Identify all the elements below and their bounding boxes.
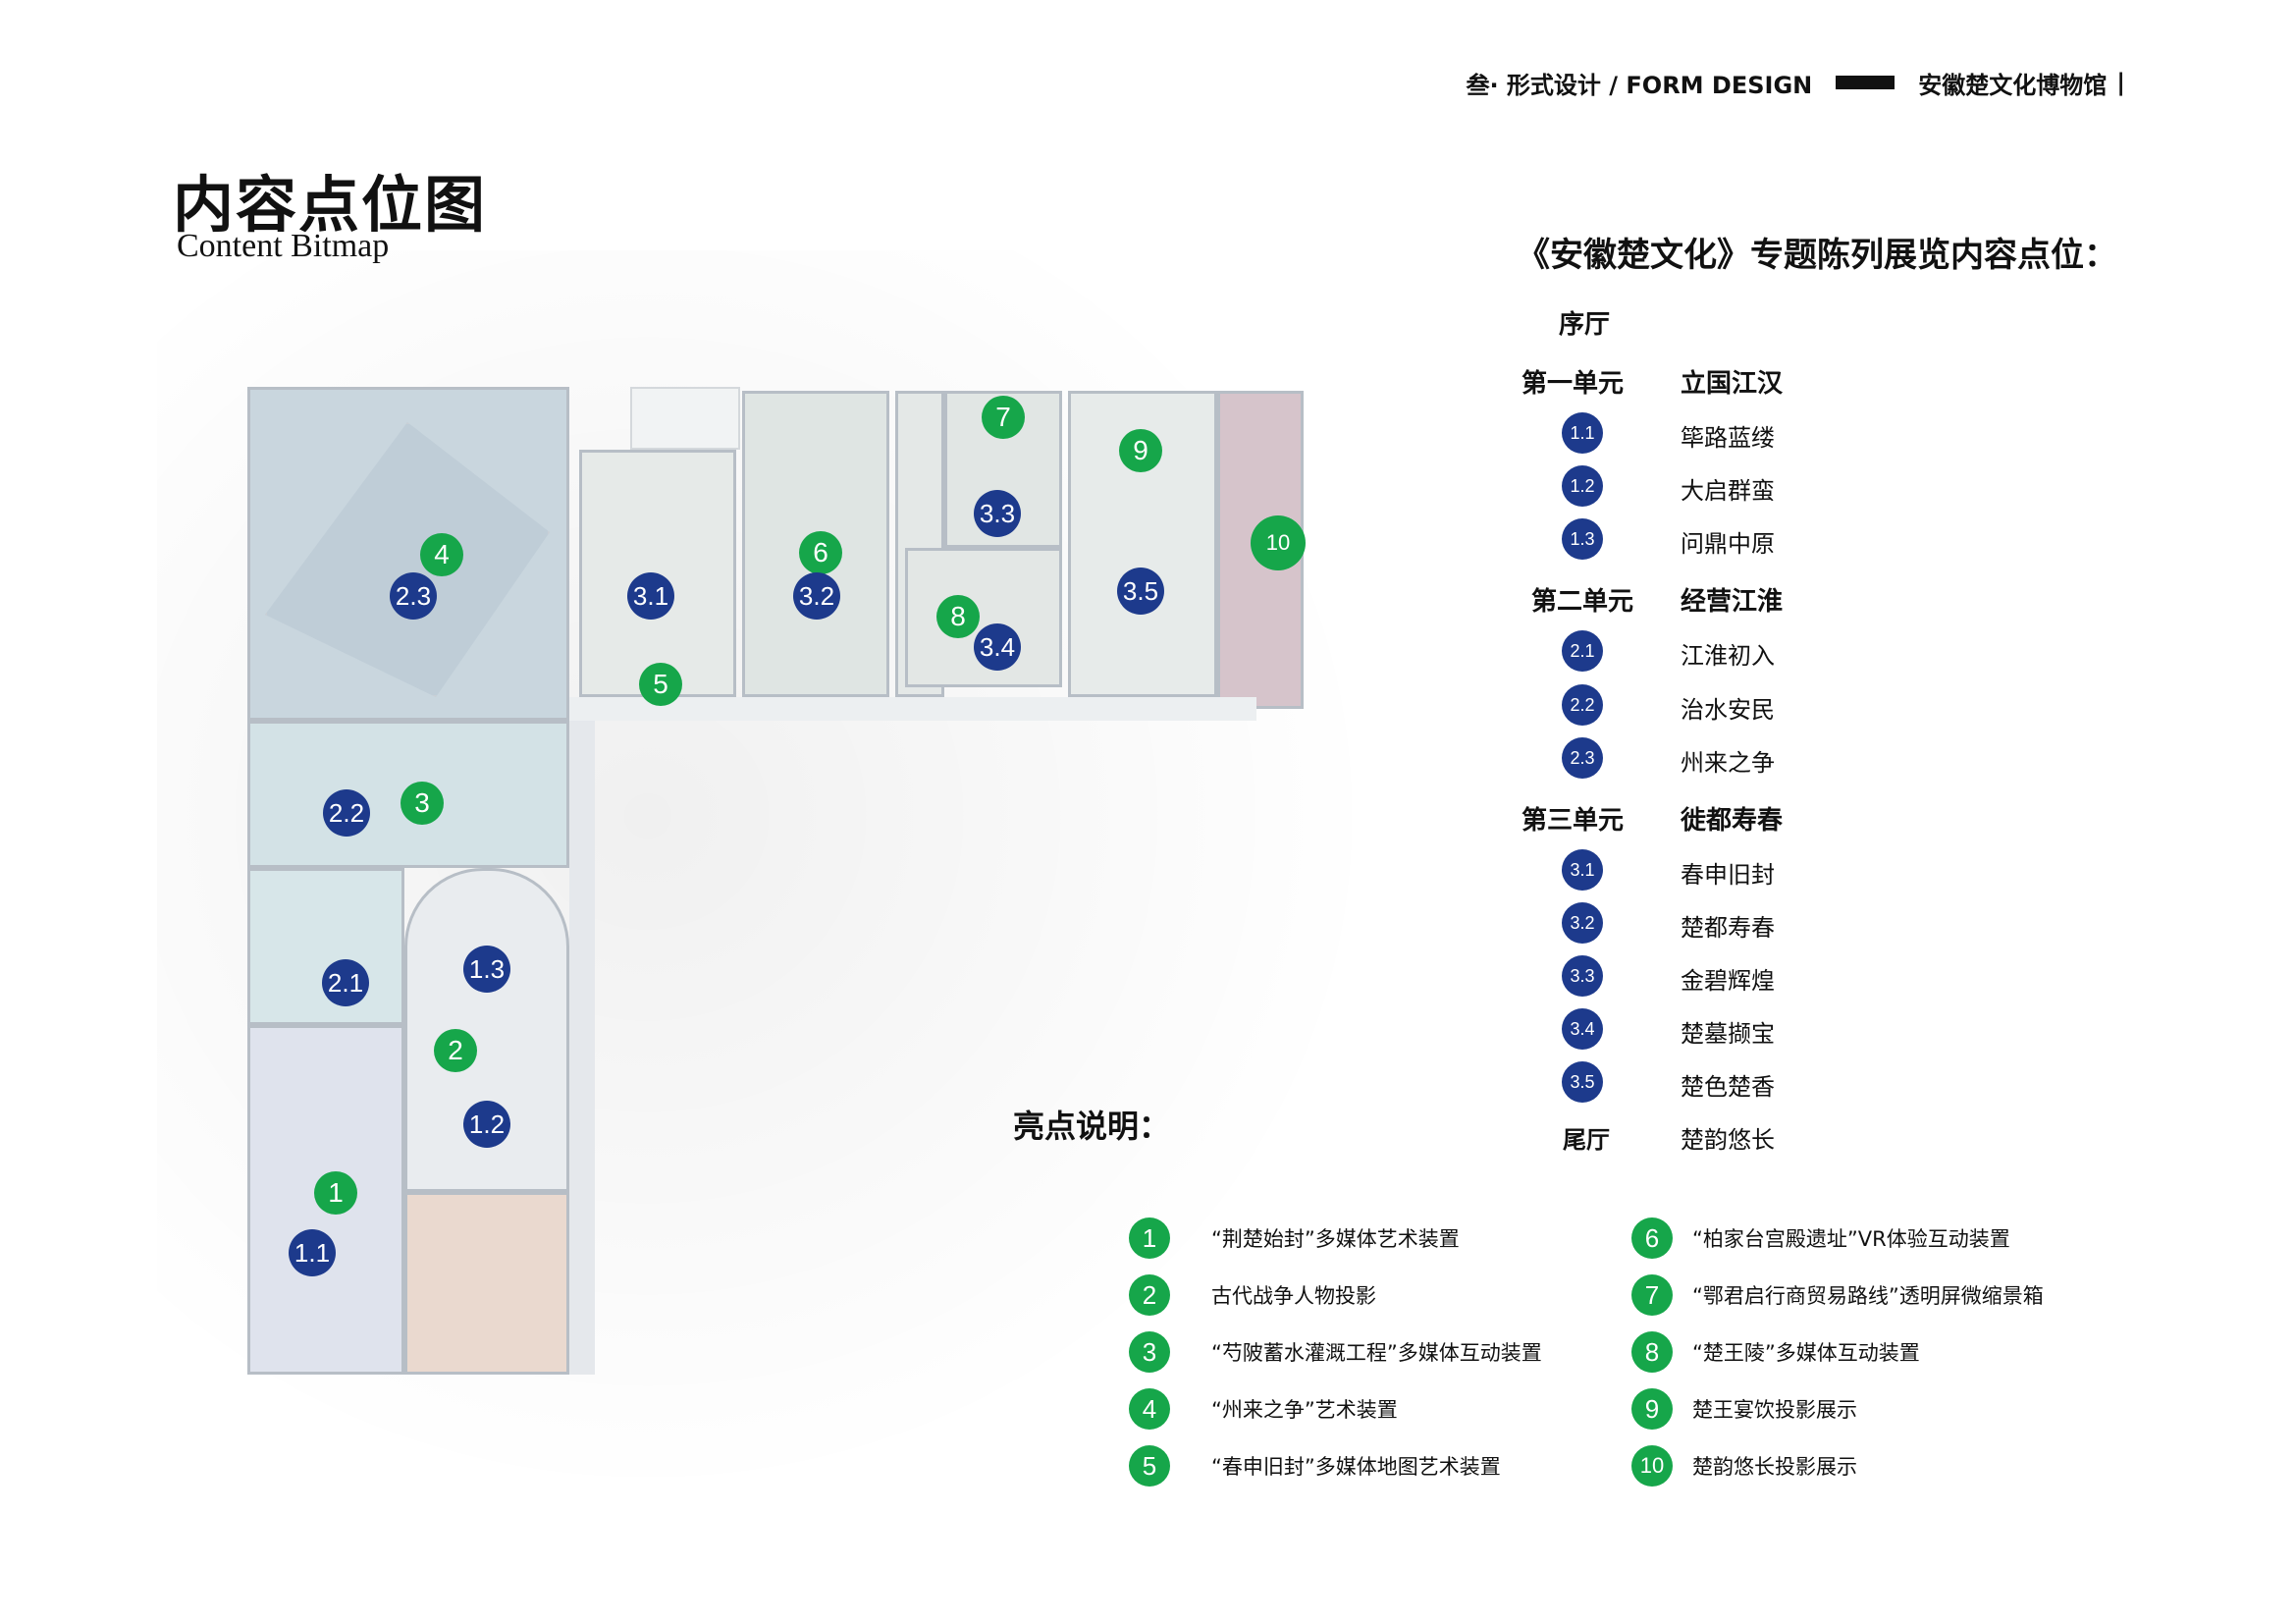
plan-marker-10: 10 (1251, 515, 1306, 570)
page-header: 叁· 形式设计 / FORM DESIGN 安徽楚文化博物馆 | (1466, 63, 2125, 102)
highlight-text: “柏家台宫殿遗址”VR体验互动装置 (1692, 1227, 2010, 1251)
plan-marker-2: 2 (434, 1029, 477, 1072)
legend-section-1-2: 大启群蛮 (1681, 477, 1775, 505)
highlight-text: 楚韵悠长投影展示 (1692, 1455, 1857, 1479)
legend-section-3-2: 楚都寿春 (1681, 914, 1775, 942)
highlights-title: 亮点说明： (1013, 1108, 1171, 1145)
legend-section-3-3: 金碧辉煌 (1681, 967, 1775, 995)
highlight-item-10: 10 楚韵悠长投影展示 (1631, 1445, 1857, 1487)
plan-marker-3-5: 3.5 (1117, 568, 1164, 615)
plan-marker-2-1: 2.1 (322, 959, 369, 1006)
legend-section-3-4: 楚墓撷宝 (1681, 1020, 1775, 1048)
highlight-number: 2 (1129, 1274, 1170, 1316)
left-wing-outer-wall (569, 721, 595, 1375)
legend-badge-1-2: 1.2 (1562, 465, 1603, 507)
plan-marker-3-3: 3.3 (974, 490, 1021, 537)
legend-badge-2-3: 2.3 (1562, 737, 1603, 779)
plan-marker-3: 3 (400, 782, 444, 825)
legend-badge-3-5: 3.5 (1562, 1061, 1603, 1103)
highlight-number: 1 (1129, 1217, 1170, 1259)
room-unit2-1 (247, 868, 404, 1025)
plan-marker-6: 6 (799, 531, 842, 574)
legend-section-3-5: 楚色楚香 (1681, 1073, 1775, 1101)
unit1-theme: 立国江汉 (1681, 369, 1784, 399)
legend-badge-2-1: 2.1 (1562, 630, 1603, 672)
plan-marker-4: 4 (420, 533, 463, 576)
unit3-theme: 徙都寿春 (1681, 806, 1784, 836)
unit3-name: 第三单元 (1522, 806, 1625, 836)
legend-section-2-3: 州来之争 (1681, 749, 1775, 777)
legend-badge-3-4: 3.4 (1562, 1008, 1603, 1050)
plan-marker-3-2: 3.2 (793, 572, 840, 620)
prologue-label: 序厅 (1559, 310, 1611, 340)
header-section: 叁· 形式设计 / FORM DESIGN (1466, 71, 1813, 99)
highlight-text: “州来之争”艺术装置 (1211, 1398, 1398, 1422)
legend-badge-3-3: 3.3 (1562, 955, 1603, 997)
plan-marker-5: 5 (639, 663, 682, 706)
legend-section-2-1: 江淮初入 (1681, 642, 1775, 670)
highlight-item-2: 2 古代战争人物投影 (1129, 1274, 1376, 1316)
highlight-item-5: 5 “春申旧封”多媒体地图艺术装置 (1129, 1445, 1501, 1487)
highlight-item-4: 4 “州来之争”艺术装置 (1129, 1388, 1398, 1430)
plan-marker-9: 9 (1119, 429, 1162, 472)
header-tail: | (2116, 69, 2125, 96)
legend-section-1-3: 问鼎中原 (1681, 530, 1775, 558)
highlight-number: 8 (1631, 1331, 1673, 1373)
highlight-number: 6 (1631, 1217, 1673, 1259)
highlight-item-6: 6 “柏家台宫殿遗址”VR体验互动装置 (1631, 1217, 2010, 1259)
room-prologue (404, 1192, 569, 1375)
unit2-theme: 经营江淮 (1681, 587, 1784, 617)
room-unit2-2 (247, 721, 569, 868)
highlight-text: “鄂君启行商贸易路线”透明屏微缩景箱 (1692, 1284, 2044, 1308)
highlight-number: 5 (1129, 1445, 1170, 1487)
plan-marker-7: 7 (982, 396, 1025, 439)
epilogue-theme: 楚韵悠长 (1681, 1126, 1775, 1154)
page-title: 内容点位图 (173, 169, 488, 241)
plan-marker-3-4: 3.4 (974, 623, 1021, 671)
plan-marker-8: 8 (936, 595, 980, 638)
legend-badge-1-1: 1.1 (1562, 412, 1603, 454)
highlight-number: 4 (1129, 1388, 1170, 1430)
highlight-number: 10 (1631, 1445, 1673, 1487)
unit1-name: 第一单元 (1522, 369, 1625, 399)
highlight-item-9: 9 楚王宴饮投影展示 (1631, 1388, 1857, 1430)
highlight-text: “春申旧封”多媒体地图艺术装置 (1211, 1455, 1501, 1479)
legend-badge-3-1: 3.1 (1562, 849, 1603, 891)
header-divider-bar (1836, 76, 1896, 89)
highlight-item-3: 3 “芍陂蓄水灌溉工程”多媒体互动装置 (1129, 1331, 1542, 1373)
plan-marker-1-1: 1.1 (289, 1229, 336, 1276)
legend-section-1-1: 筚路蓝缕 (1681, 424, 1775, 452)
unit2-name: 第二单元 (1531, 587, 1634, 617)
header-museum: 安徽楚文化博物馆 (1918, 71, 2108, 99)
legend-badge-2-2: 2.2 (1562, 684, 1603, 726)
highlight-item-1: 1 “荆楚始封”多媒体艺术装置 (1129, 1217, 1460, 1259)
highlight-text: 楚王宴饮投影展示 (1692, 1398, 1857, 1422)
right-wing-bottom-wall (569, 697, 1256, 721)
legend-section-2-2: 治水安民 (1681, 696, 1775, 724)
highlight-number: 9 (1631, 1388, 1673, 1430)
highlight-text: “荆楚始封”多媒体艺术装置 (1211, 1227, 1460, 1251)
plan-marker-2-3: 2.3 (390, 572, 437, 620)
plan-marker-1: 1 (314, 1171, 357, 1215)
highlight-item-7: 7 “鄂君启行商贸易路线”透明屏微缩景箱 (1631, 1274, 2044, 1316)
right-wing-top-block (630, 387, 740, 450)
plan-marker-2-2: 2.2 (323, 789, 370, 837)
highlight-text: “芍陂蓄水灌溉工程”多媒体互动装置 (1211, 1341, 1542, 1365)
highlight-item-8: 8 “楚王陵”多媒体互动装置 (1631, 1331, 1920, 1373)
plan-marker-3-1: 3.1 (627, 572, 674, 620)
epilogue-label: 尾厅 (1563, 1126, 1610, 1154)
highlight-text: 古代战争人物投影 (1211, 1284, 1376, 1308)
highlight-number: 3 (1129, 1331, 1170, 1373)
page-subtitle: Content Bitmap (177, 228, 390, 264)
highlight-text: “楚王陵”多媒体互动装置 (1692, 1341, 1920, 1365)
plan-marker-1-2: 1.2 (463, 1101, 510, 1148)
exhibition-title: 《安徽楚文化》专题陈列展览内容点位： (1517, 236, 2117, 275)
legend-badge-1-3: 1.3 (1562, 518, 1603, 560)
highlight-number: 7 (1631, 1274, 1673, 1316)
legend-badge-3-2: 3.2 (1562, 902, 1603, 944)
legend-section-3-1: 春申旧封 (1681, 861, 1775, 889)
plan-marker-1-3: 1.3 (463, 946, 510, 993)
